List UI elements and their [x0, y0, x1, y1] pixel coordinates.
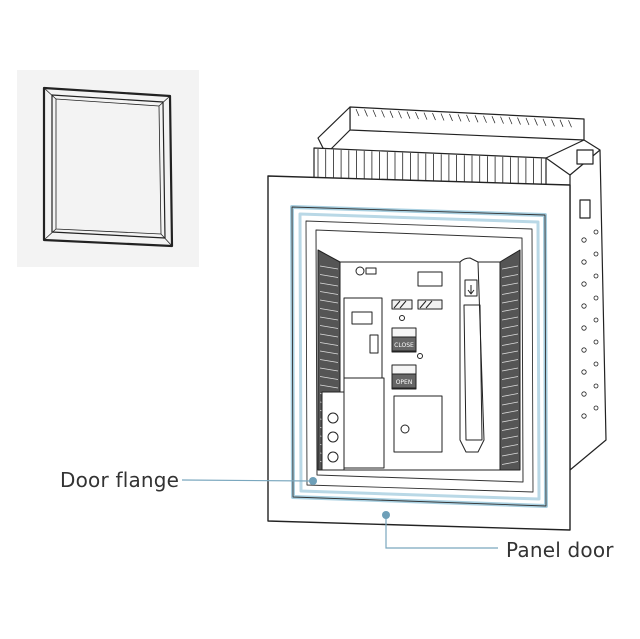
- panel-door-marker: [382, 511, 390, 519]
- open-button-label: OPEN: [396, 379, 413, 386]
- callout-leaders: [181, 477, 498, 549]
- door-flange-gasket-icon: [42, 86, 174, 248]
- close-button-label: CLOSE: [394, 342, 414, 349]
- door-flange-label: Door flange: [60, 468, 180, 492]
- circuit-breaker-drawing: [313, 106, 607, 471]
- door-flange-marker: [309, 477, 317, 485]
- breaker-face: CLOSE OPEN: [317, 249, 521, 471]
- panel-door-label: Panel door: [506, 538, 614, 562]
